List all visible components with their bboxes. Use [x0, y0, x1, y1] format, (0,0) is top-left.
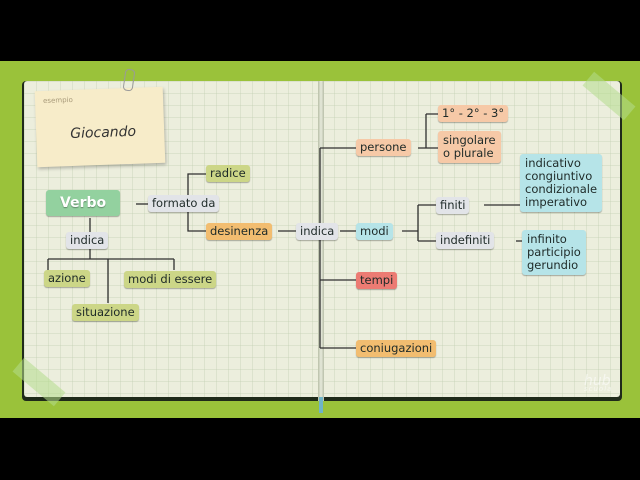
connector-persone-branches [418, 113, 438, 149]
node-indica-center: indica [296, 223, 339, 240]
node-radice: radice [206, 165, 250, 182]
node-persone-values: 1° - 2° - 3° [438, 105, 509, 122]
node-finiti-list: indicativo congiuntivo condizionale impe… [520, 154, 603, 212]
node-azione: azione [44, 270, 90, 287]
finiti-item-2: congiuntivo [525, 169, 593, 183]
indefiniti-item-3: gerundio [527, 258, 579, 272]
node-modi: modi [356, 223, 393, 240]
node-indefiniti-list: infinito participio gerundio [522, 230, 586, 275]
connector-modi-branches [402, 204, 436, 242]
hub-scuola-logo: hub scuola [584, 373, 612, 393]
connector-indica-effects [47, 249, 175, 303]
node-formato-da: formato da [148, 195, 220, 212]
indefiniti-item-2: participio [527, 245, 581, 259]
finiti-item-3: condizionale [525, 182, 598, 196]
logo-main: hub [584, 373, 611, 389]
node-persone: persone [356, 139, 411, 156]
numero-line-2: o plurale [443, 146, 494, 160]
indefiniti-item-1: infinito [527, 232, 567, 246]
node-verbo: Verbo [46, 190, 121, 216]
notebook-spine [318, 81, 324, 401]
logo-sub: scuola [584, 385, 613, 393]
node-tempi: tempi [356, 272, 398, 289]
node-situazione: situazione [72, 304, 139, 321]
node-finiti: finiti [436, 197, 470, 214]
node-indefiniti: indefiniti [436, 232, 495, 249]
node-numero: singolare o plurale [438, 131, 501, 163]
connector-right-trunk [319, 147, 356, 349]
bookmark-ribbon [319, 397, 323, 413]
node-coniugazioni: coniugazioni [356, 340, 437, 357]
node-desinenza: desinenza [206, 223, 273, 240]
numero-line-1: singolare [443, 133, 496, 147]
node-indica-left: indica [66, 232, 109, 249]
finiti-item-1: indicativo [525, 156, 581, 170]
finiti-item-4: imperativo [525, 195, 588, 209]
node-modi-di-essere: modi di essere [124, 271, 217, 288]
